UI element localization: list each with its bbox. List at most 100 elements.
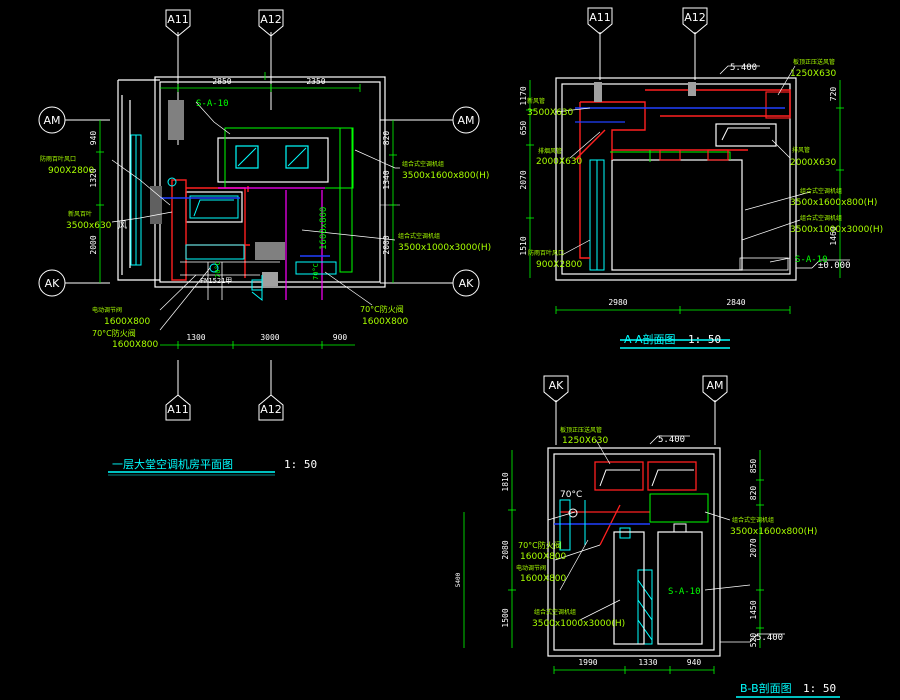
plan-label-bottom-1-size: 1600X800 — [104, 317, 151, 327]
bb-label-r1: 组合式空调机组 — [732, 516, 774, 524]
aa-dim-left-3: 2070 — [519, 170, 528, 189]
aa-label-r1-size: 2000X630 — [790, 158, 837, 168]
plan-label-ahu-small: 组合式空调机组 — [402, 160, 444, 168]
axis-bubbles — [38, 7, 728, 445]
plan-door-tag: FM1521甲 — [200, 277, 232, 285]
bb-scale: 1: 50 — [803, 682, 836, 695]
plan-dim-top-2: 2350 — [306, 77, 325, 86]
bb-dim-bottom-1: 1990 — [578, 658, 597, 667]
bb-elev-top: 5.400 — [658, 435, 685, 445]
aa-label-l2: 排烟风管 — [538, 147, 562, 155]
bb-dim-right-2: 820 — [749, 486, 758, 501]
aa-label-l3-size: 900X2800 — [536, 260, 583, 270]
axis-label-a11-bottom: A11 — [167, 403, 189, 416]
bb-dim-right-4: 1450 — [749, 600, 758, 619]
aa-label-l1-size: 3500X630 — [527, 108, 574, 118]
section-bb: 1990 1330 940 1810 2080 1500 5400 850 82… — [455, 426, 840, 698]
bb-label-l1-size: 1600X800 — [520, 552, 567, 562]
plan-label-fire-right: 70°C防火阀 — [360, 304, 404, 314]
bb-dim-right-1: 850 — [749, 459, 758, 474]
plan-dim-bottom-2: 3000 — [260, 333, 279, 342]
axis-label-bb-am: AM — [706, 379, 723, 392]
plan-dim-left-3: 2000 — [89, 235, 98, 254]
plan-label-air-left-size: 3500x630 — [66, 221, 112, 231]
bb-label-top: 板顶正压送风管 — [560, 426, 602, 434]
column-block — [150, 186, 162, 224]
aa-label-r1: 排风管 — [792, 146, 810, 154]
bb-dim-left-total: 5400 — [455, 572, 462, 587]
bb-label-l2: 电动调节阀 — [516, 564, 546, 572]
aa-label-r3: 组合式空调机组 — [800, 214, 842, 222]
plan-label-bottom-1: 电动调节阀 — [92, 306, 122, 314]
axis-label-a11-top: A11 — [167, 13, 189, 26]
aa-dim-right-1: 720 — [829, 87, 838, 102]
plan-dim-bottom-3: 900 — [333, 333, 348, 342]
plan-label-louver-left: 防雨百叶风口 — [40, 155, 76, 163]
plan-dim-bottom-1: 1300 — [186, 333, 205, 342]
aa-dim-bottom-1: 2980 — [608, 298, 627, 307]
equipment-block — [255, 242, 285, 260]
bb-label-l3-size: 3500x1000x3000(H) — [532, 619, 625, 629]
plan-fire-tag-1: 70°C — [214, 261, 222, 278]
plan-duct-label: 1600x800 — [319, 207, 329, 250]
aa-label-l1: 新风管 — [527, 97, 545, 105]
bb-dim-left-2: 2080 — [501, 540, 510, 559]
aa-dim-left-1: 1170 — [519, 86, 528, 105]
equipment-block — [262, 272, 278, 286]
aa-dim-left-2: 650 — [519, 121, 528, 136]
plan-title: 一层大堂空调机房平面图 — [112, 457, 233, 471]
axis-label-am-right: AM — [457, 114, 474, 127]
axis-labels: A11 A12 A11 A12 AM AM AK AK A11 A12 AK A… — [43, 11, 723, 416]
bb-elev-bottom: 5.400 — [756, 633, 783, 643]
plan-view: 2850 2350 1300 3000 900 940 1320 2000 82… — [40, 72, 491, 476]
bb-label-top-size: 1250X630 — [562, 436, 609, 446]
plan-label-bottom-2-size: 1600X800 — [112, 340, 159, 350]
aa-label-r3-size: 3500x1000x3000(H) — [790, 225, 883, 235]
axis-label-aa-a12: A12 — [684, 11, 706, 24]
bb-dim-right-3: 2070 — [749, 538, 758, 557]
plan-label-fire-right-size: 1600X800 — [362, 317, 409, 327]
bb-dim-bottom-3: 940 — [687, 658, 702, 667]
axis-label-am-left: AM — [43, 114, 60, 127]
plan-scale: 1: 50 — [284, 458, 317, 471]
axis-label-ak-left: AK — [45, 277, 61, 290]
plan-label-ahu-big: 组合式空调机组 — [398, 232, 440, 240]
bb-dim-right-5: 520 — [749, 633, 758, 648]
axis-label-a12-bottom: A12 — [260, 403, 282, 416]
bb-label-r1-size: 3500x1600x800(H) — [730, 527, 817, 537]
axis-label-bb-ak: AK — [549, 379, 565, 392]
aa-dim-bottom-2: 2840 — [726, 298, 745, 307]
aa-dim-right-2: 1460 — [829, 226, 838, 245]
section-aa: 2980 2840 1170 650 2070 1510 720 1460 5.… — [519, 58, 883, 349]
aa-label-r2-size: 3500x1600x800(H) — [790, 198, 877, 208]
plan-label-bottom-2: 70°C防火阀 — [92, 328, 136, 338]
aa-label-r2: 组合式空调机组 — [800, 187, 842, 195]
bb-dim-left-3: 1500 — [501, 608, 510, 627]
axis-label-aa-a11: A11 — [589, 11, 611, 24]
aa-elev-zero: ±0.000 — [818, 261, 851, 271]
bb-label-fire: 70°C — [560, 490, 582, 500]
plan-dim-left-1: 940 — [89, 131, 98, 146]
plan-label-ahu-big-size: 3500x1000x3000(H) — [398, 243, 491, 253]
aa-scale: 1: 50 — [688, 333, 721, 346]
bb-dim-bottom-2: 1330 — [638, 658, 657, 667]
aa-label-top: 板顶正压送风管 — [793, 58, 835, 66]
plan-fire-tag-2: 70°C — [312, 263, 320, 280]
beam-block — [594, 82, 602, 102]
bb-label-l2-size: 1600X800 — [520, 574, 567, 584]
plan-label-air-left: 新风百叶 — [68, 210, 92, 218]
bb-label-l3: 组合式空调机组 — [534, 608, 576, 616]
aa-label-top-size: 1250X630 — [790, 69, 837, 79]
plan-feng-char: 风 — [118, 220, 127, 231]
aa-dim-left-4: 1510 — [519, 236, 528, 255]
plan-dim-left-2: 1320 — [89, 168, 98, 187]
plan-dim-top-1: 2850 — [212, 77, 231, 86]
column-block — [168, 100, 184, 140]
aa-unit-tag: S-A-10 — [795, 255, 828, 265]
aa-title: A-A剖面图 — [624, 332, 676, 346]
aa-label-l2-size: 2000X630 — [536, 157, 583, 167]
plan-dim-right-1: 820 — [382, 131, 391, 146]
axis-label-ak-right: AK — [459, 277, 475, 290]
